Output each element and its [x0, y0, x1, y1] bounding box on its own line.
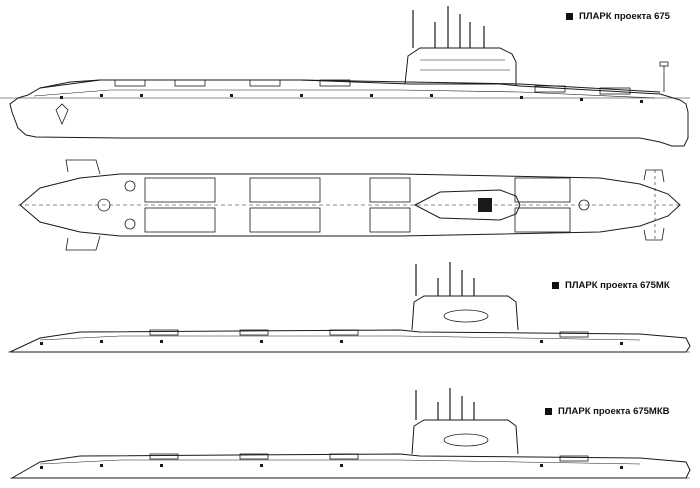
side-view-project-675mkv [10, 388, 691, 479]
caption-project-675mk: ПЛАРК проекта 675МК [552, 280, 670, 291]
container-bays [144, 177, 571, 233]
hull-details [40, 464, 623, 469]
masts [415, 262, 475, 296]
side-view-project-675mk [8, 262, 691, 353]
caption-project-675: ПЛАРК проекта 675 [566, 11, 670, 22]
caption-text: ПЛАРК проекта 675МКВ [558, 406, 670, 417]
sail [411, 295, 519, 331]
masts [415, 388, 475, 420]
missile-hatches [114, 79, 631, 95]
square-bullet-icon [566, 13, 573, 20]
square-bullet-icon [552, 282, 559, 289]
plan-hull-outline [19, 173, 681, 237]
sail [404, 47, 517, 86]
masts [412, 6, 485, 48]
bow-emblem [55, 103, 69, 126]
sail-inner [420, 59, 510, 71]
deck-line-lower [33, 89, 656, 99]
round-hatches [97, 180, 590, 230]
caption-text: ПЛАРК проекта 675МК [565, 280, 670, 291]
deck-line [39, 459, 641, 465]
deck-line [39, 79, 661, 93]
hull-outline [10, 453, 691, 479]
plan-view [18, 159, 682, 251]
square-bullet-icon [545, 408, 552, 415]
hull-details [40, 340, 623, 345]
sail [411, 419, 519, 455]
deck-line [39, 335, 641, 341]
hull-details [60, 94, 643, 103]
caption-text: ПЛАРК проекта 675 [579, 11, 670, 22]
side-view-project-675 [0, 6, 690, 147]
sail-plan [413, 189, 521, 221]
caption-project-675mkv: ПЛАРК проекта 675МКВ [545, 406, 670, 417]
hull-outline [9, 329, 691, 353]
